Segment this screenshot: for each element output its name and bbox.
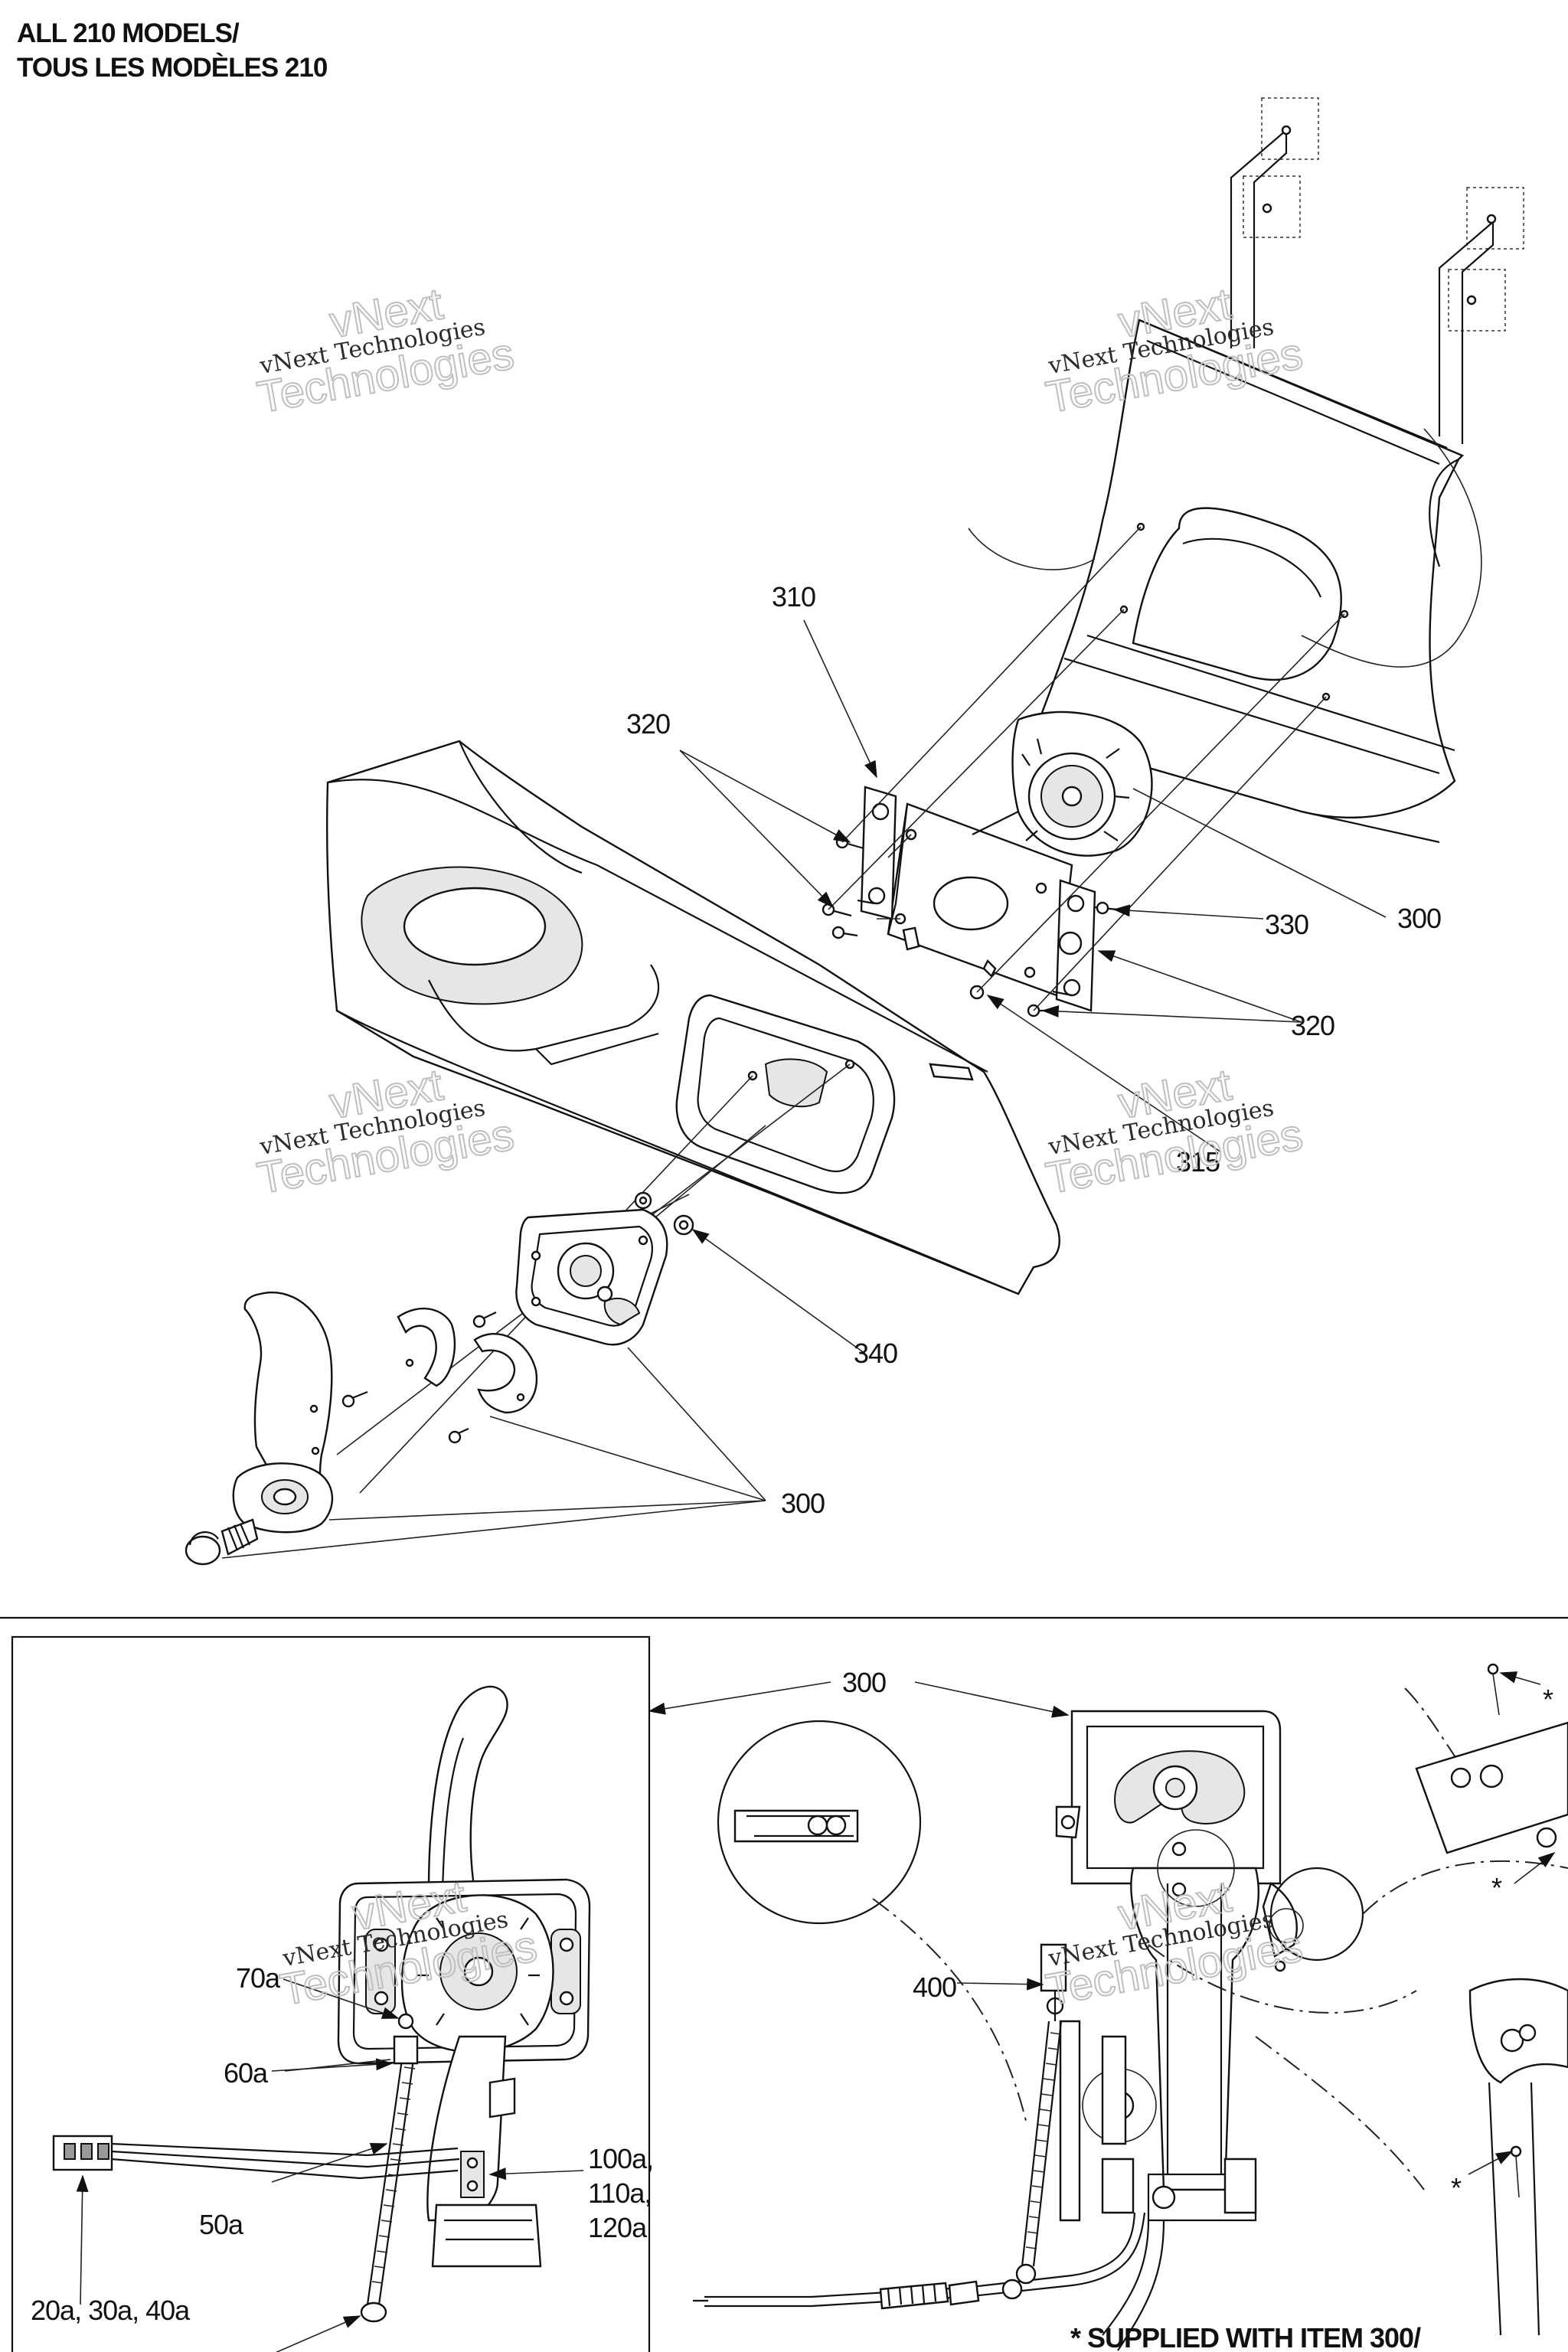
callout-340: 340 — [854, 1338, 897, 1369]
control-lever — [185, 1292, 333, 1566]
callout-50a: 50a — [199, 2209, 244, 2240]
washers — [634, 1191, 694, 1236]
cover-plate — [675, 994, 896, 1194]
callout-70a: 70a — [236, 1962, 281, 1994]
callout-400: 400 — [913, 1971, 956, 2003]
footnote: * SUPPLIED WITH ITEM 300/ — [1070, 2322, 1421, 2352]
callout-320-right: 320 — [1291, 1010, 1334, 1041]
asterisk-2: * — [1491, 1872, 1502, 1903]
upper-exploded-view: 310 320 330 300 320 315 340 300 — [185, 97, 1524, 1566]
clip-halves — [397, 1307, 538, 1414]
callout-300-right: 300 — [1397, 903, 1441, 934]
callout-330: 330 — [1265, 909, 1308, 940]
title-line1: ALL 210 MODELS/ — [17, 18, 240, 48]
right-lower-detail: 300 — [648, 1663, 1568, 2351]
callout-20a-30a-40a: 20a, 30a, 40a — [31, 2295, 191, 2326]
callout-100a: 100a, — [588, 2143, 653, 2174]
callout-60a: 60a — [224, 2057, 269, 2089]
mounting-brackets — [1230, 97, 1524, 444]
callout-300-detail: 300 — [842, 1667, 886, 1698]
callout-320-left: 320 — [626, 708, 670, 740]
watermark-1: vNext Technologies vNext Technologies — [253, 278, 518, 423]
callout-315: 315 — [1176, 1146, 1220, 1178]
callout-300-lower: 300 — [781, 1488, 825, 1519]
callout-110a: 110a, — [588, 2177, 651, 2209]
title-line2: TOUS LES MODÈLES 210 — [17, 52, 328, 83]
hull-section — [968, 318, 1482, 844]
callout-120a: 120a — [588, 2212, 648, 2243]
lower-screws — [341, 1312, 497, 1444]
asterisk-3: * — [1451, 2172, 1462, 2203]
mount-plate-lower — [515, 1208, 668, 1346]
watermark-4: vNext Technologies vNext Technologies — [1041, 1059, 1307, 1204]
control-bracket — [860, 710, 1153, 1012]
watermark-5: vNext Technologies vNext Technologies — [276, 1870, 541, 2016]
inset-detail-box: 70a 60a 50a 20a, 30a, 40a 100a, 110a, 12… — [11, 1635, 654, 2352]
callout-310: 310 — [772, 581, 815, 612]
asterisk-1: * — [1543, 1684, 1553, 1715]
upper-leaders — [221, 619, 1387, 1559]
